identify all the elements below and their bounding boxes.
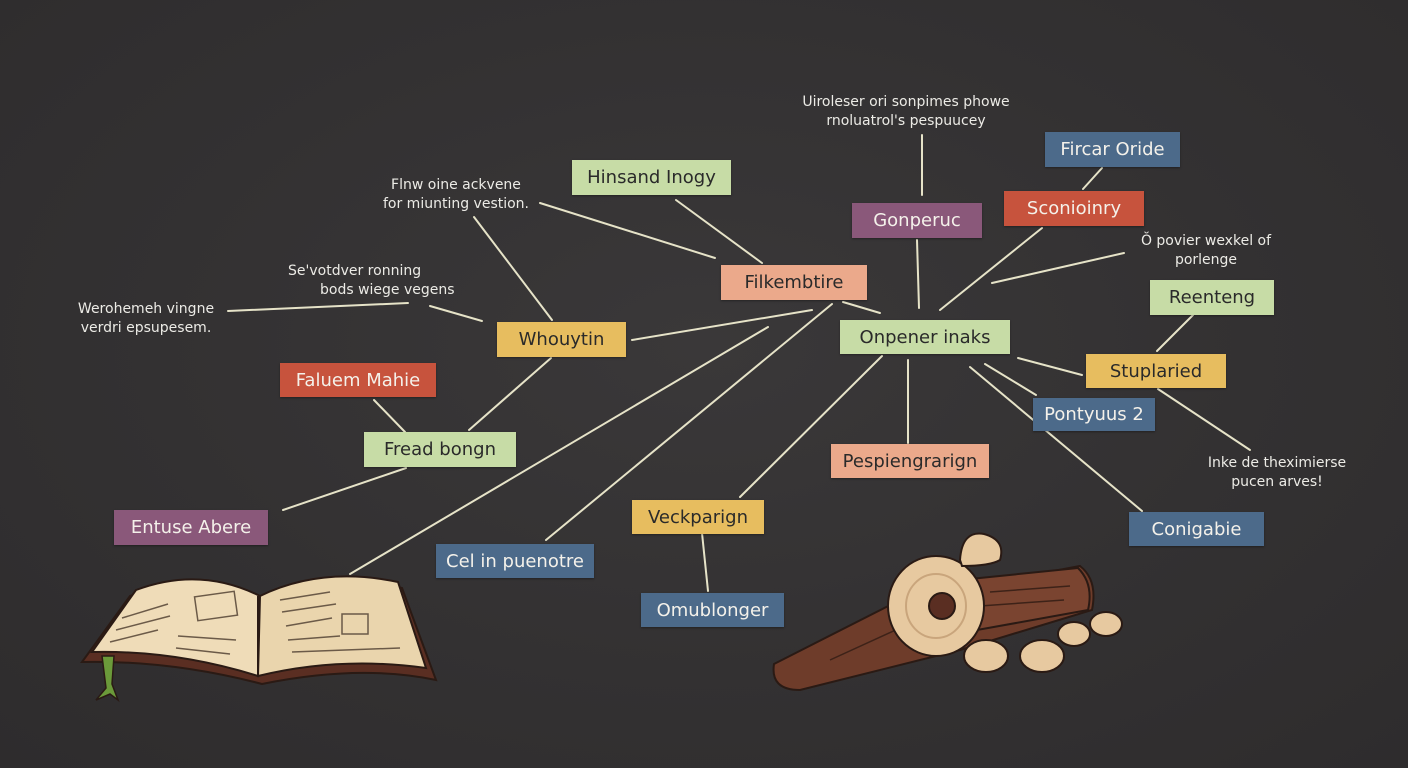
edge-whouytin-fread <box>468 357 552 431</box>
annotation-werohemeh-line1: Werohemeh vingne <box>77 301 215 317</box>
node-faluem-mahie[interactable]: Faluem Mahie <box>280 363 436 397</box>
edge-onpener-conigabie <box>969 366 1143 512</box>
annotation-sevotdver-line2: bods wiege vegens <box>320 282 455 298</box>
edge-werohemeh-sevotdver <box>227 302 409 312</box>
annotation-od-povier-line2: porlenge <box>1174 252 1238 268</box>
annotation-top-center: Uiroleser ori sonpimes phowe rnoluatrol'… <box>780 93 1032 131</box>
annotation-sevotdver: Se'votdver ronning bods wiege vegens <box>276 262 466 300</box>
edge-sconioinry-onpener <box>939 227 1043 311</box>
node-onpener-inaks[interactable]: Onpener inaks <box>840 320 1010 354</box>
node-veckparign[interactable]: Veckparign <box>632 500 764 534</box>
node-pontyuus-2[interactable]: Pontyuus 2 <box>1033 398 1155 431</box>
edge-onpener-veckparign <box>739 355 883 498</box>
annotation-werohemeh-line2: verdri epsupesem. <box>80 320 212 336</box>
node-stuplaried[interactable]: Stuplaried <box>1086 354 1226 388</box>
node-hinsand-inogy[interactable]: Hinsand Inogy <box>572 160 731 195</box>
edge-filkembtire-onpener <box>842 301 881 314</box>
edge-veckparign-omublonger <box>701 532 709 592</box>
node-omublonger[interactable]: Omublonger <box>641 593 784 627</box>
open-book-icon <box>80 575 438 703</box>
node-fircar-oride[interactable]: Fircar Oride <box>1045 132 1180 167</box>
node-conigabie[interactable]: Conigabie <box>1129 512 1264 546</box>
annotation-top-center-line2: rnoluatrol's pespuucey <box>826 113 986 129</box>
node-filkembtire[interactable]: Filkembtire <box>721 265 867 300</box>
edge-fread-entuse <box>282 467 407 511</box>
annotation-od-povier-line1: Ŏ povier wexkel of <box>1140 233 1272 249</box>
node-gonperuc[interactable]: Gonperuc <box>852 203 982 238</box>
node-entuse-abere[interactable]: Entuse Abere <box>114 510 268 545</box>
edge-faluem-fread <box>373 399 406 433</box>
edge-whouytin-filkembtire <box>631 309 813 341</box>
edge-center-celipuenotre <box>545 303 833 541</box>
edge-sevotdver-whouytin <box>429 305 483 322</box>
annotation-werohemeh: Werohemeh vingne verdri epsupesem. <box>58 300 234 338</box>
edge-onpener-pontyuus <box>984 363 1037 396</box>
annotation-top-center-line1: Uiroleser ori sonpimes phowe <box>802 94 1010 110</box>
node-whouytin[interactable]: Whouytin <box>497 322 626 357</box>
edge-flnw-whouytin <box>473 216 553 321</box>
annotation-od-povier: Ŏ povier wexkel of porlenge <box>1120 232 1292 270</box>
edge-reenteng-stuplaried <box>1156 314 1194 352</box>
annotation-flnw-line1: Flnw oine ackvene <box>391 177 521 193</box>
annotation-inke-line1: Inke de theximierse <box>1207 455 1347 471</box>
annotation-flnw-line2: for miunting vestion. <box>382 196 530 212</box>
edge-onpener-stuplaried <box>1017 357 1083 376</box>
edge-center-book <box>349 326 769 575</box>
annotation-flnw: Flnw oine ackvene for miunting vestion. <box>374 176 538 214</box>
annotation-inke-line2: pucen arves! <box>1231 474 1323 490</box>
edge-gonperuc-onpener <box>916 239 920 309</box>
node-cel-in-puenotre[interactable]: Cel i̇n puenotre <box>436 544 594 578</box>
edge-fircar-sconioinry <box>1082 167 1103 190</box>
edge-stuplaried-inke <box>1157 388 1251 451</box>
node-pespiengrarign[interactable]: Pespiengrarign <box>831 444 989 478</box>
edge-odpovier-onpener <box>991 252 1125 284</box>
edge-hinsand-filkembtire <box>675 199 763 264</box>
wood-log-icon <box>772 532 1123 692</box>
edge-flnw-filkembtire <box>539 202 716 259</box>
node-sconioinry[interactable]: Sconioinry <box>1004 191 1144 226</box>
annotation-inke: Inke de theximierse pucen arves! <box>1190 454 1364 492</box>
node-fread-bongn[interactable]: Fread bongn <box>364 432 516 467</box>
annotation-sevotdver-line1: Se'votdver ronning <box>288 263 422 279</box>
node-reenteng[interactable]: Reenteng <box>1150 280 1274 315</box>
